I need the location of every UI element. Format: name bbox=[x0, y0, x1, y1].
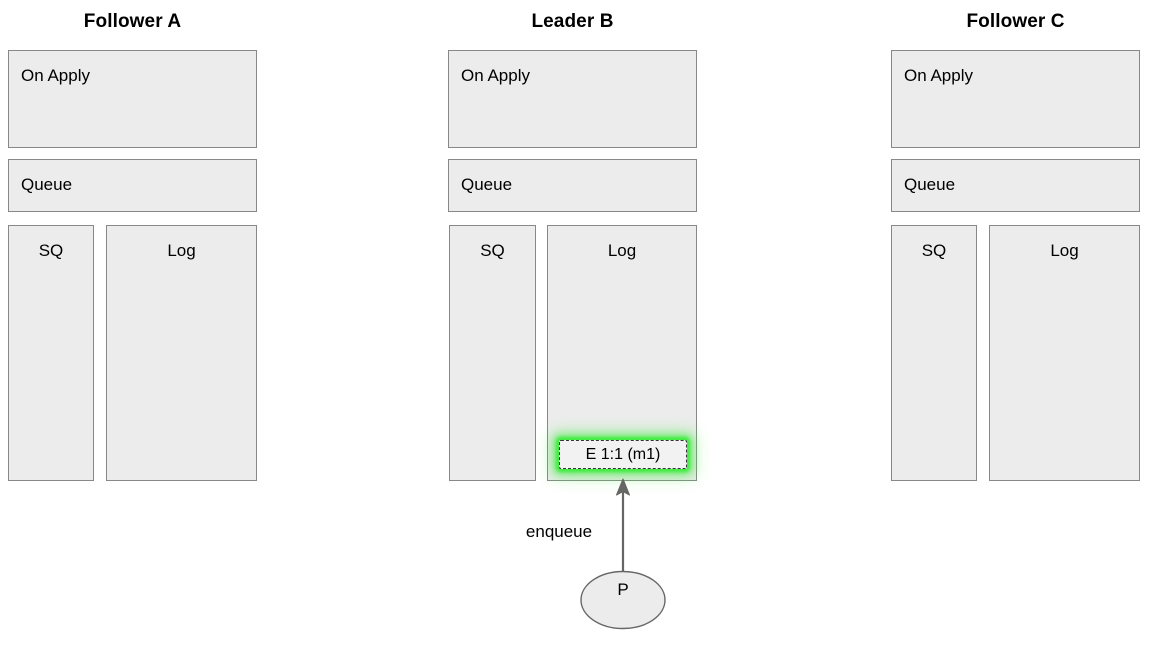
on-apply-label: On Apply bbox=[904, 66, 973, 85]
log-label: Log bbox=[167, 241, 196, 260]
sq-label: SQ bbox=[921, 241, 947, 260]
node-title-follower-a: Follower A bbox=[83, 11, 182, 32]
enqueue-arrow-svg bbox=[580, 478, 666, 630]
producer-ellipse[interactable] bbox=[580, 570, 666, 630]
queue-box-follower-a: Queue bbox=[8, 159, 257, 212]
on-apply-box-follower-a: On Apply bbox=[8, 50, 257, 148]
on-apply-box-follower-c: On Apply bbox=[891, 50, 1140, 148]
log-entry-highlighted[interactable]: E 1:1 (m1) bbox=[559, 440, 687, 469]
log-label: Log bbox=[1050, 241, 1079, 260]
on-apply-label: On Apply bbox=[21, 66, 90, 85]
queue-label: Queue bbox=[904, 175, 956, 194]
log-box-follower-a: Log bbox=[106, 225, 257, 481]
log-label: Log bbox=[607, 241, 637, 260]
queue-label: Queue bbox=[21, 175, 73, 194]
node-title-leader-b: Leader B bbox=[531, 11, 614, 32]
on-apply-label: On Apply bbox=[461, 66, 530, 85]
queue-box-follower-c: Queue bbox=[891, 159, 1140, 212]
on-apply-box-leader-b: On Apply bbox=[448, 50, 697, 148]
sq-box-leader-b: SQ bbox=[449, 225, 536, 481]
enqueue-arrow-head bbox=[616, 478, 630, 496]
log-box-follower-c: Log bbox=[989, 225, 1140, 481]
log-box-leader-b: Log E 1:1 (m1) bbox=[547, 225, 697, 481]
node-title-follower-c: Follower C bbox=[966, 11, 1065, 32]
sq-label: SQ bbox=[38, 241, 64, 260]
sq-box-follower-a: SQ bbox=[8, 225, 94, 481]
producer-group: enqueue P bbox=[490, 470, 710, 645]
sq-box-follower-c: SQ bbox=[891, 225, 977, 481]
producer-label: P bbox=[617, 580, 629, 599]
enqueue-edge-label: enqueue bbox=[525, 522, 593, 541]
sq-label: SQ bbox=[480, 241, 505, 260]
queue-label: Queue bbox=[461, 175, 513, 194]
queue-box-leader-b: Queue bbox=[448, 159, 697, 212]
